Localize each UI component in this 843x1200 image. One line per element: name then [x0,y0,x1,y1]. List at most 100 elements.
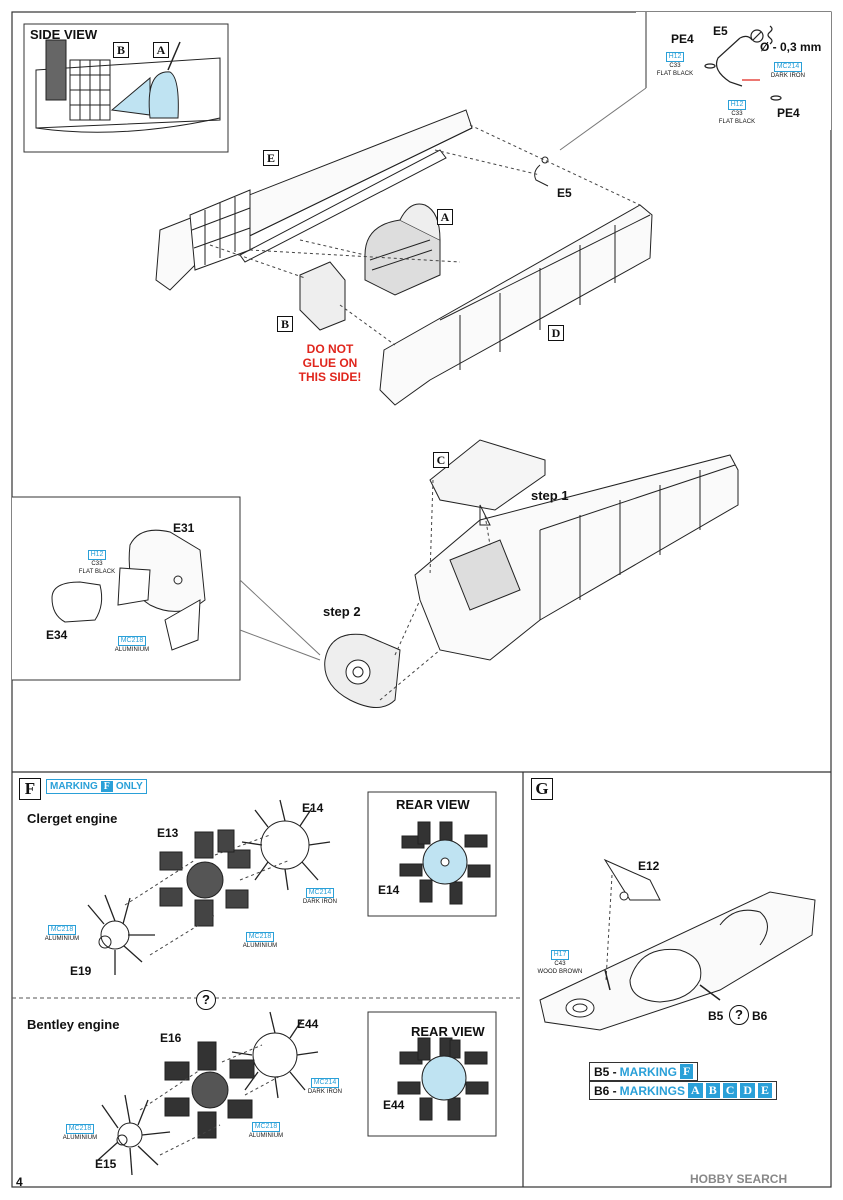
rear-view-e44: E44 [383,1098,405,1112]
legend-chip-c: C [722,1083,738,1098]
paint-code-2: C33 [731,111,743,117]
paint-name: FLAT BLACK [78,569,116,575]
rear-view-e14: E14 [378,883,400,897]
paint-code: MC218 [117,636,147,646]
legend-chip-a: A [688,1083,703,1098]
paint-name: WOOD BROWN [537,969,583,975]
paint-code-2: C33 [91,561,103,567]
paint-name: ALUMINIUM [242,943,278,949]
legend-row-b6: B6 - MARKINGS A B C D E [589,1081,778,1100]
clerget-rear-view-drawing [399,821,491,905]
side-view-letter-a: A [153,42,169,58]
legend-chip-b: B [705,1083,720,1098]
inset-pe4-bottom: PE4 [777,106,800,120]
bentley-paint-aluminium-mid: MC218 ALUMINIUM [246,1122,286,1140]
clerget-engine-drawing [87,799,331,975]
legend-key: B5 - [594,1064,617,1079]
callout-letter-b: B [277,316,293,332]
rear-view-title-2: REAR VIEW [411,1024,485,1039]
legend-chip-f: F [680,1064,694,1079]
paint-code: MC214 [305,888,335,898]
clerget-paint-aluminium-mid: MC218 ALUMINIUM [240,932,280,950]
warning-line-1: DO NOT [306,342,354,356]
marking-only: ONLY [115,781,143,792]
paint-code: MC218 [251,1122,281,1132]
inset-paint-flat-black-2: H12 C33 FLAT BLACK [715,100,759,126]
fuselage-lower-assembly [324,439,739,708]
question-mark-f: ? [196,990,216,1010]
inset-pe4-top: PE4 [671,32,694,46]
paint-code: H12 [87,550,107,560]
part-label-e13: E13 [157,826,179,840]
part-label-e5: E5 [557,186,572,200]
paint-name: ALUMINIUM [44,936,80,942]
side-view-letter-b: B [113,42,129,58]
section-letter-f: F [19,778,41,800]
callout-letter-d: D [548,325,564,341]
paint-name: DARK IRON [302,899,338,905]
section-letter-g: G [531,778,553,800]
paint-name: FLAT BLACK [656,71,694,77]
callout-letter-a: A [437,209,453,225]
paint-name: ALUMINIUM [114,647,150,653]
inset-paint-flat-black-1: H12 C33 FLAT BLACK [653,52,697,78]
clerget-engine-title: Clerget engine [27,811,118,826]
legend-chip-d: D [740,1083,756,1098]
part-label-b6: B6 [752,1009,768,1023]
watermark: HOBBY SEARCH [690,1172,788,1186]
part-label-e34: E34 [46,628,68,642]
question-mark-g: ? [729,1005,749,1025]
legend-word: MARKING [619,1064,677,1079]
part-label-e31: E31 [173,521,195,535]
paint-name: FLAT BLACK [718,119,756,125]
step-2-label: step 2 [323,604,361,619]
paint-code: H12 [727,100,747,110]
paint-code-2: C33 [669,63,681,69]
inset-e5: E5 [713,24,728,38]
bentley-engine-title: Bentley engine [27,1017,120,1032]
part-label-e44: E44 [297,1017,319,1031]
paint-code: MC218 [65,1124,95,1134]
paint-code: MC214 [310,1078,340,1088]
step-1-label: step 1 [531,488,569,503]
paint-code: MC218 [47,925,77,935]
paint-name: DARK IRON [307,1089,343,1095]
part-label-e12: E12 [638,859,660,873]
bentley-paint-aluminium-left: MC218 ALUMINIUM [60,1124,100,1142]
inset-e5-drawing [704,25,782,101]
side-view-drawing [35,39,221,133]
paint-name: ALUMINIUM [62,1135,98,1141]
part-label-e15: E15 [95,1157,117,1171]
paint-name: DARK IRON [770,73,806,79]
part-label-e14: E14 [302,801,324,815]
bentley-rear-view-drawing [397,1037,489,1121]
paint-name: ALUMINIUM [248,1133,284,1139]
inset-paint-dark-iron: MC214 DARK IRON [768,62,808,80]
side-view-title: SIDE VIEW [30,27,98,42]
fuselage-upper-assembly [155,109,653,406]
paint-code: MC214 [773,62,803,72]
legend-key: B6 - [594,1083,617,1098]
clerget-paint-aluminium-left: MC218 ALUMINIUM [42,925,82,943]
marking-word: MARKING [50,781,98,792]
section-g-drawing [539,858,816,1031]
part-label-e16: E16 [160,1031,182,1045]
warning-line-3: THIS SIDE! [298,370,362,384]
paint-code: H17 [550,950,570,960]
clerget-paint-dark-iron: MC214 DARK IRON [300,888,340,906]
rear-view-title-1: REAR VIEW [396,797,470,812]
inset-pointer [559,87,647,151]
section-g-paint-wood-brown: H17 C43 WOOD BROWN [535,950,585,976]
bentley-paint-dark-iron: MC214 DARK IRON [305,1078,345,1096]
part-label-b5: B5 [708,1009,724,1023]
inset-drill-size: Ø - 0,3 mm [760,40,822,54]
legend-chip-e: E [758,1083,773,1098]
marking-chip: F [100,781,113,792]
legend-word: MARKINGS [619,1083,686,1098]
bentley-engine-drawing [97,1011,319,1176]
callout-letter-e: E [263,150,279,166]
page-number: 4 [16,1175,23,1189]
warning-line-2: GLUE ON [302,356,358,370]
callout-letter-c: C [433,452,449,468]
cowl-inset-drawing [51,529,206,651]
